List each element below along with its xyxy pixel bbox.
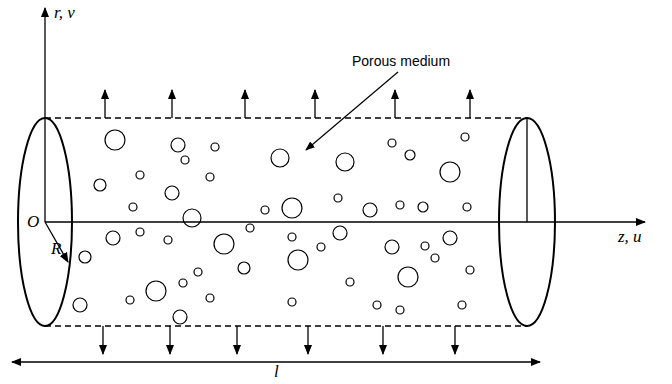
pore-circle: [396, 306, 404, 314]
r-axis: [44, 8, 45, 222]
pore-circle: [94, 179, 106, 191]
flow-arrow: [469, 90, 470, 118]
pore-circle: [463, 203, 471, 211]
callout-label: Porous medium: [352, 54, 450, 69]
pore-circle: [171, 138, 185, 152]
pore-circle: [181, 156, 189, 164]
pore-circle: [461, 133, 469, 141]
pore-circle: [173, 310, 187, 324]
pore-circle: [363, 203, 377, 217]
flow-arrow: [382, 326, 383, 354]
pore-circle: [396, 201, 404, 209]
pore-circle: [146, 281, 166, 301]
pore-circle: [126, 296, 134, 304]
pore-circle: [165, 186, 179, 200]
pore-circle: [73, 298, 87, 312]
pore-circle: [431, 254, 439, 262]
flow-arrow: [236, 326, 237, 354]
pore-circle: [334, 194, 342, 202]
pores: [73, 130, 474, 324]
pore-circle: [288, 298, 296, 306]
pore-circle: [398, 267, 418, 287]
pore-circle: [105, 130, 125, 150]
radius-line: [526, 118, 527, 222]
pore-circle: [136, 171, 144, 179]
pore-circle: [211, 143, 219, 151]
flow-arrow: [244, 90, 245, 118]
flow-arrow: [307, 326, 308, 354]
pore-circle: [214, 234, 234, 254]
pore-circle: [466, 266, 474, 274]
inlet-ellipse: [18, 118, 72, 326]
pore-circle: [418, 202, 428, 212]
flow-arrow: [104, 90, 105, 118]
outlet-ellipse: [499, 118, 555, 326]
pore-circle: [238, 262, 250, 274]
leader-line: [306, 72, 398, 150]
radius-label: R: [51, 240, 61, 259]
pore-circle: [206, 173, 214, 181]
pore-circle: [194, 268, 202, 276]
pore-circle: [440, 162, 460, 182]
pore-circle: [385, 240, 399, 254]
pore-circle: [271, 149, 289, 167]
pore-circle: [373, 301, 381, 309]
pore-circle: [346, 278, 354, 286]
pore-circle: [261, 206, 269, 214]
origin-label: O: [27, 213, 39, 232]
flow-arrow: [169, 326, 170, 354]
radius-arrow: [45, 222, 68, 262]
flow-arrow: [454, 326, 455, 354]
pore-circle: [136, 228, 144, 236]
flow-arrow: [394, 90, 395, 118]
pore-circle: [288, 233, 296, 241]
pore-circle: [317, 243, 325, 251]
pore-circle: [388, 139, 396, 147]
wall-flow-arrows: [103, 90, 470, 354]
pore-circle: [443, 231, 457, 245]
pore-circle: [246, 224, 254, 232]
pore-circle: [106, 231, 120, 245]
pore-circle: [421, 242, 429, 250]
flow-arrow: [314, 90, 315, 118]
pore-circle: [164, 236, 172, 244]
pore-circle: [336, 153, 354, 171]
axis-label: r, v: [54, 4, 75, 23]
pore-circle: [333, 226, 347, 240]
dimension-label: l: [272, 363, 281, 382]
pore-circle: [179, 279, 187, 287]
pore-circle: [458, 301, 466, 309]
pore-circle: [129, 203, 137, 211]
pore-circle: [79, 251, 91, 263]
pore-circle: [282, 198, 302, 218]
pore-circle: [288, 250, 308, 270]
pore-circle: [206, 294, 214, 302]
flow-arrow: [171, 90, 172, 118]
axis-label: z, u: [618, 228, 642, 247]
pore-circle: [405, 150, 415, 160]
flow-arrow: [102, 326, 103, 354]
pore-circle: [183, 209, 201, 227]
wall-top: [45, 117, 527, 119]
